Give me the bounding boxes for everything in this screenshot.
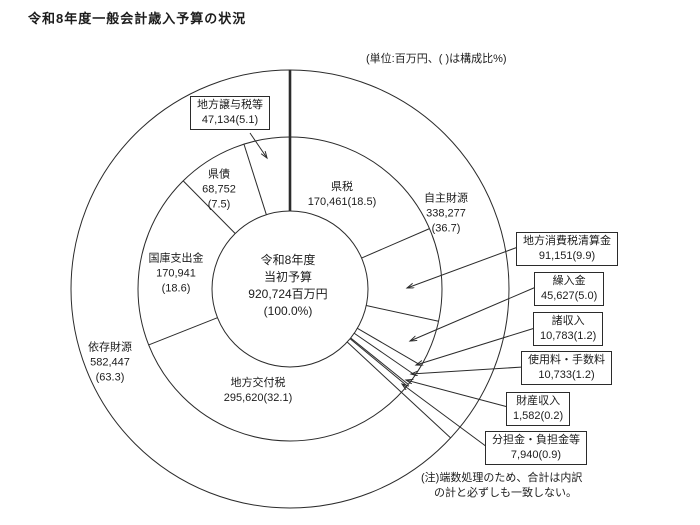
label-izon-value: 582,447 — [90, 356, 130, 369]
callout-chiho-joyozei-value: 47,134(5.1) — [201, 114, 259, 126]
page-title: 令和8年度一般会計歳入予算の状況 — [28, 11, 247, 26]
label-kensai: 県債 68,752 (7.5) — [202, 168, 236, 213]
label-izon-zaigen: 依存財源 582,447 (63.3) — [88, 341, 132, 386]
callout-chiho-joyozei-name: 地方譲与税等 — [197, 99, 263, 111]
label-kokko-value: 170,941 — [156, 267, 196, 280]
label-jishu-zaigen: 自主財源 338,277 (36.7) — [424, 192, 468, 237]
label-kokko-pct: (18.6) — [161, 282, 191, 295]
callout-box-shoshunyu: 諸収入 10,783(1.2) — [533, 312, 604, 346]
center-year: 令和8年度 — [260, 253, 316, 267]
label-jishu-name: 自主財源 — [424, 192, 468, 205]
callout-zaisan-name: 財産収入 — [516, 395, 561, 407]
callout-buntankin-name: 分担金・負担金等 — [492, 434, 580, 446]
label-jishu-value: 338,277 — [426, 207, 466, 220]
label-kokko-name: 国庫支出金 — [148, 252, 204, 265]
callout-kurirekin-value: 45,627(5.0) — [541, 290, 598, 302]
center-amount: 920,724百万円 — [248, 287, 328, 301]
callout-kurirekin-name: 繰入金 — [552, 275, 586, 287]
callout-box-chiho-joyozei: 地方譲与税等 47,134(5.1) — [190, 96, 270, 130]
callout-shoshunyu-value: 10,783(1.2) — [540, 330, 597, 342]
label-kensai-name: 県債 — [208, 168, 230, 181]
label-kokko-shishutsukin: 国庫支出金 170,941 (18.6) — [149, 252, 204, 297]
label-kofuzei-value: 295,620(32.1) — [223, 392, 293, 404]
label-chiho-kofuzei: 地方交付税 295,620(32.1) — [224, 376, 293, 406]
label-kenzei: 県税 170,461(18.5) — [308, 180, 377, 210]
label-izon-pct: (63.3) — [95, 371, 125, 384]
callout-box-kurirekin: 繰入金 45,627(5.0) — [534, 272, 605, 306]
footnote-line2: の計と必ずしも一致しない。 — [434, 487, 577, 499]
callout-zaisan-value: 1,582(0.2) — [513, 410, 564, 422]
label-total-center: 令和8年度 当初予算 920,724百万円 (100.0%) — [248, 252, 327, 320]
unit-note: (単位:百万円、( )は構成比%) — [366, 53, 507, 65]
label-kensai-value: 68,752 — [202, 183, 236, 196]
callout-shiyoryo-name: 使用料・手数料 — [528, 354, 605, 366]
callout-shiyoryo-value: 10,733(1.2) — [538, 369, 595, 381]
center-budget: 当初予算 — [263, 270, 313, 284]
callout-buntankin-value: 7,940(0.9) — [510, 449, 562, 461]
label-jishu-pct: (36.7) — [431, 222, 461, 235]
footnote-line1: (注)端数処理のため、合計は内訳 — [421, 472, 583, 484]
callout-shoshunyu-name: 諸収入 — [551, 315, 585, 327]
callout-shohizei-value: 91,151(9.9) — [538, 250, 596, 262]
callout-box-shohizei-seisankin: 地方消費税清算金 91,151(9.9) — [516, 232, 618, 266]
label-kofuzei-name: 地方交付税 — [230, 377, 286, 389]
label-kenzei-name: 県税 — [331, 181, 353, 193]
callout-box-shiyoryo-tesuryo: 使用料・手数料 10,733(1.2) — [521, 351, 612, 385]
label-izon-name: 依存財源 — [88, 341, 132, 354]
label-kenzei-value: 170,461(18.5) — [307, 196, 377, 208]
callout-box-zaisan-shunyu: 財産収入 1,582(0.2) — [506, 392, 571, 426]
label-kensai-pct: (7.5) — [207, 198, 231, 211]
callout-box-buntankin-futankin: 分担金・負担金等 7,940(0.9) — [485, 431, 587, 465]
callout-shohizei-name: 地方消費税清算金 — [523, 235, 611, 247]
rounding-footnote: (注)端数処理のため、合計は内訳 の計と必ずしも一致しない。 — [421, 471, 582, 501]
center-pct: (100.0%) — [263, 304, 313, 318]
